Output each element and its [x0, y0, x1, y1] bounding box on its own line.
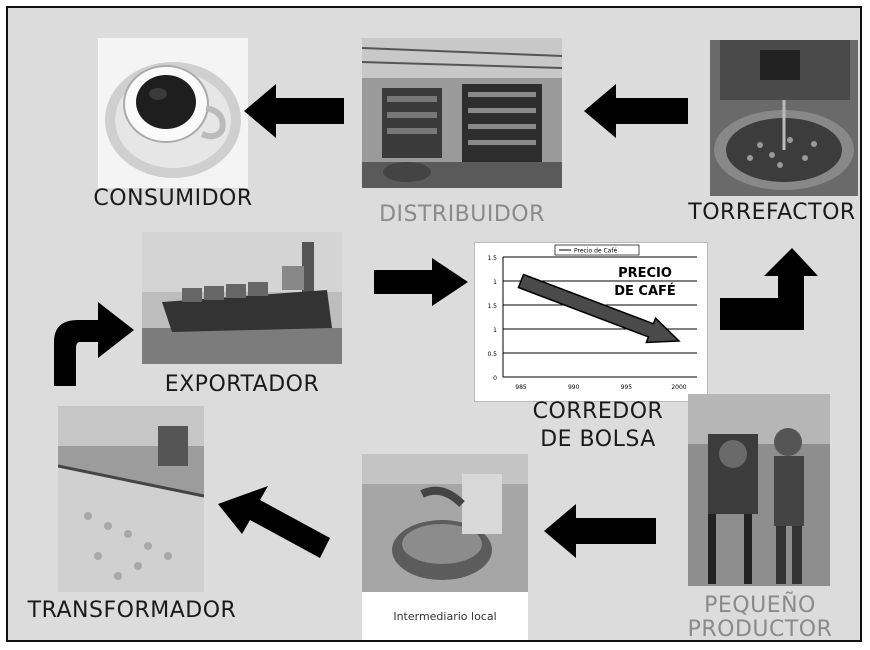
chart-plot: 0 0.5 1 1.5 1 1.5 985 990 995 2000 Precio de CaféP…	[487, 244, 697, 391]
chart-title-line2: DE CAFÉ	[614, 283, 676, 299]
consumidor-label: CONSUMIDOR	[93, 186, 253, 211]
corredor-label: CORREDOR DE BOLSA	[498, 398, 698, 454]
chart-x-tick-label: 985	[515, 384, 527, 391]
processing-plant-photo	[58, 406, 204, 592]
arrow-to-corredor	[374, 258, 468, 306]
chart-x-tick-label: 995	[621, 384, 633, 391]
torrefactor-label: TORREFACTOR	[688, 200, 856, 225]
intermediario-caption: Intermediario local	[362, 592, 528, 640]
ship-photo	[142, 232, 342, 364]
chart-y-tick-label: 1.5	[487, 255, 497, 262]
exportador-label: EXPORTADOR	[164, 372, 320, 397]
roaster-photo	[710, 40, 858, 196]
arrow-to-exportador	[52, 302, 134, 386]
chart-legend-box	[554, 244, 640, 256]
chart-price-series-arrow	[517, 273, 681, 344]
arrow-to-intermediario	[544, 504, 656, 558]
diagram-canvas: CONSUMIDOR DISTRIBUIDOR	[6, 6, 862, 642]
chart-y-tick-label: 1.5	[487, 303, 497, 310]
arrow-to-consumidor	[244, 84, 344, 138]
chart-y-tick-label: 0	[493, 375, 497, 382]
chart-legend-label: Precio de Café	[574, 248, 617, 255]
farmer-photo	[688, 394, 830, 586]
chart-x-tick-label: 2000	[671, 384, 686, 391]
chart-y-tick-label: 0.5	[487, 351, 497, 358]
arrow-to-transformador	[218, 486, 330, 568]
arrow-to-torrefactor	[720, 248, 818, 330]
coffee-cup-photo	[98, 38, 248, 188]
pequeno-productor-line2: PRODUCTOR	[687, 617, 833, 642]
corredor-label-line1: CORREDOR	[532, 399, 664, 424]
intermediary-photo	[362, 454, 528, 592]
distribuidor-label: DISTRIBUIDOR	[379, 202, 545, 227]
chart-title-line1: PRECIO	[618, 266, 672, 281]
arrow-to-distribuidor	[584, 84, 688, 138]
chart-x-tick-label: 990	[568, 384, 580, 391]
chart-y-tick-label: 1	[493, 279, 497, 286]
pequeno-productor-line1: PEQUEÑO	[704, 593, 816, 618]
corredor-label-line2: DE BOLSA	[540, 427, 656, 452]
store-photo	[362, 38, 562, 188]
pequeno-productor-label: PEQUEÑO PRODUCTOR	[668, 593, 852, 642]
chart-y-tick-label: 1	[493, 327, 497, 334]
transformador-label: TRANSFORMADOR	[27, 598, 237, 623]
